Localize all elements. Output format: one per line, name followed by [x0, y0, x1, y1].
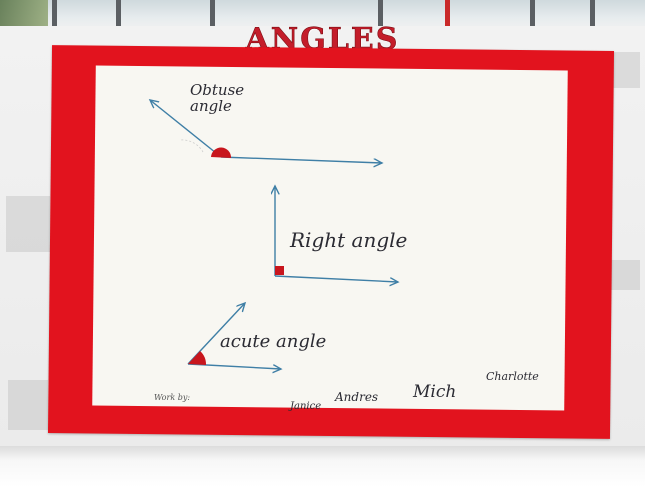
window-trees — [0, 0, 48, 26]
acute-angle-marker — [188, 351, 207, 365]
obtuse-ray-2 — [220, 156, 382, 163]
credit-work-by: Work by: — [154, 393, 191, 402]
label-acute-angle: acute angle — [220, 331, 327, 352]
window-post — [530, 0, 535, 28]
credit-name: Charlotte — [486, 370, 539, 383]
window-post — [590, 0, 595, 28]
label-obtuse-angle: Obtuse angle — [190, 81, 245, 115]
credit-name: Janice — [290, 401, 322, 412]
obtuse-angle — [150, 100, 382, 163]
window-post — [116, 0, 121, 28]
right-angle — [275, 186, 398, 282]
window-post — [378, 0, 383, 28]
window-post — [445, 0, 450, 28]
label-right-angle: Right angle — [290, 228, 408, 252]
tape — [610, 260, 640, 290]
window-post — [210, 0, 215, 28]
tape — [8, 380, 48, 430]
tape — [6, 196, 50, 252]
window-post — [52, 0, 57, 28]
window-background — [0, 0, 645, 30]
right-angle-marker — [275, 266, 284, 275]
credit-name: Andres — [335, 390, 379, 404]
floor-shadow — [0, 446, 645, 487]
credit-name: Mich — [413, 382, 457, 402]
protractor-guide — [179, 139, 204, 153]
right-ray-horizontal — [274, 275, 398, 282]
acute-angle — [187, 303, 281, 369]
obtuse-angle-marker — [211, 147, 232, 158]
obtuse-ray-1 — [150, 100, 222, 158]
